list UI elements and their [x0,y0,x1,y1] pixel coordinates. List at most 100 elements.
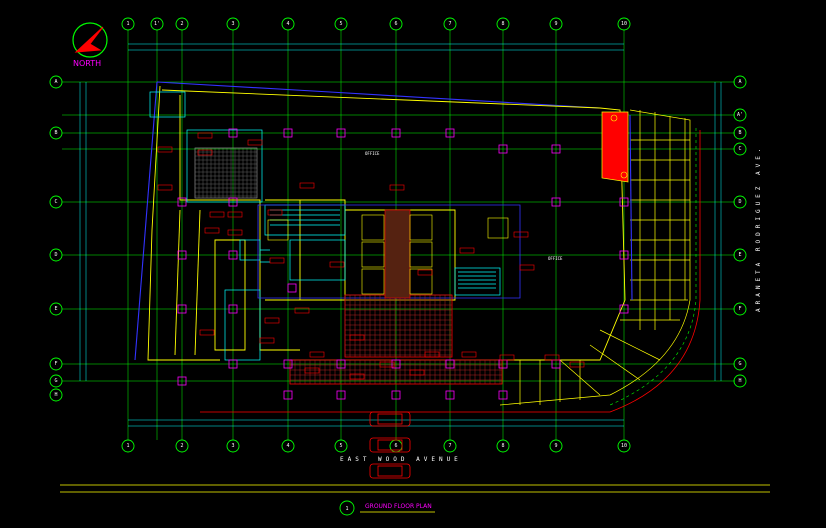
annotation-tag [349,373,365,380]
grid-bubble-top-8: 8 [496,17,510,31]
grid-bubble-circle [334,439,348,453]
structural-column [177,250,187,260]
structural-column [498,144,508,154]
grid-bubble-circle [281,17,295,31]
grid-bubble-right-C: C [733,142,747,156]
grid-bubble-circle [49,75,63,89]
structural-columns [177,128,629,400]
grid-bubble-circle [733,357,747,371]
grid-bubble-label: B [54,130,57,136]
structural-column [177,304,187,314]
grid-bubble-circle [121,17,135,31]
grid-bubble-bottom-8: 8 [496,439,510,453]
grid-bubble-label: 5 [339,443,342,449]
grid-bubble-circle [49,374,63,388]
grid-bubble-label: 10 [621,21,627,27]
annotation-tag [294,307,310,314]
grid-bubble-label: 5 [339,21,342,27]
structural-column [391,359,401,369]
grid-bubble-label: H [54,392,57,398]
annotation-tag [519,264,535,271]
grid-bubble-circle [226,17,240,31]
structural-column [336,390,346,400]
grid-bubble-circle [389,17,403,31]
grid-bubble-label: B [738,130,741,136]
structural-column [619,250,629,260]
annotation-tag [513,231,529,238]
grid-bubble-left-D: D [49,248,63,262]
annotation-tag [417,269,433,276]
sidewalk-paving-east [499,109,691,406]
annotation-tag [459,247,475,254]
grid-bubble-label: 7 [448,21,451,27]
grid-bubble-circle [49,302,63,316]
grid-bubble-right-A: A [733,75,747,89]
grid-bubble-label: 4 [286,21,289,27]
annotation-tag [499,354,515,361]
north-arrow-icon [74,26,104,53]
grid-bubble-top-2: 2 [175,17,189,31]
grid-bubble-label: G [738,361,741,367]
grid-bubble-label: 3 [231,21,234,27]
grid-bubble-label: 2 [180,443,183,449]
structural-column [391,128,401,138]
grid-bubble-label: E [738,252,741,258]
structural-column [498,390,508,400]
annotation-tag [197,132,213,139]
grid-bubble-circle [49,248,63,262]
grid-bubble-right-G: G [733,357,747,371]
grid-bubble-left-A: A [49,75,63,89]
grid-bubble-label: 1' [154,21,160,27]
room-label-office-east: OFFICE [548,256,563,261]
grid-bubble-label: 3 [231,443,234,449]
street-label-bottom: EAST WOOD AVENUE [340,456,462,463]
grid-bubble-label: 4 [286,443,289,449]
grid-bubble-left-E: E [49,302,63,316]
grid-bubble-label: E [54,306,57,312]
annotation-tag [209,211,225,218]
annotation-tag [227,229,243,236]
annotation-tag [269,257,285,264]
annotation-tag [264,317,280,324]
annotation-tags [157,132,585,380]
grid-bubble-left-C: C [49,195,63,209]
grid-bubble-bottom-9: 9 [549,439,563,453]
structural-column [283,128,293,138]
structural-column [228,197,238,207]
grid-bubble-top-4: 4 [281,17,295,31]
grid-bubble-top-1': 1' [150,17,164,31]
annotation-tag [309,351,325,358]
street-label-right: ARANETA RODRIGUEZ AVE. [755,145,762,312]
structural-column [228,128,238,138]
grid-bubble-circle [733,75,747,89]
structural-column [177,376,187,386]
structural-column [445,359,455,369]
grey-tile-area [194,147,258,199]
grid-bubble-circle [443,439,457,453]
structural-column [445,390,455,400]
grid-bubble-label: F [54,361,57,367]
core-enclosure [257,204,521,299]
plan-title-block: 1 GROUND FLOOR PLAN [339,500,435,516]
grid-bubble-circle [549,17,563,31]
grid-bubble-circle [443,17,457,31]
north-label: NORTH [73,59,101,68]
lobby-paving [344,294,453,358]
structural-column [551,144,561,154]
property-line [134,81,633,361]
structural-column [177,197,187,207]
annotation-tag [569,361,585,368]
grid-bubble-left-H: H [49,388,63,402]
structural-column [619,197,629,207]
room-label-office: OFFICE [365,151,380,156]
annotation-tag [247,139,263,146]
grid-bubble-label: 6 [394,21,397,27]
structural-column [391,390,401,400]
grid-bubble-circle [733,126,747,140]
structural-column [228,304,238,314]
grid-lines [62,30,735,440]
annotation-tag [199,329,215,336]
annotation-tag [204,227,220,234]
